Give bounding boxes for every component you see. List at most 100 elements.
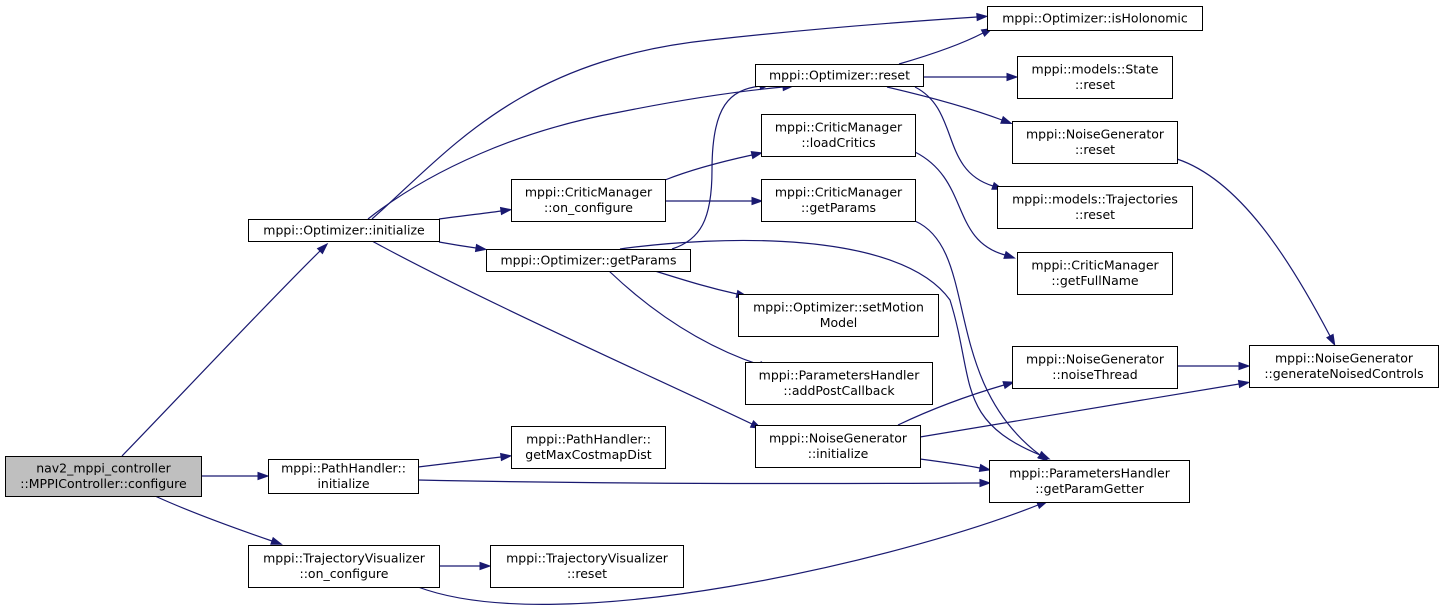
edge-arrowhead [500, 452, 513, 462]
edge-arrowhead [479, 561, 492, 571]
edge-arrowhead [978, 463, 992, 473]
node-label-line: mppi::Optimizer::getParams [501, 252, 677, 267]
edge-line [417, 479, 981, 485]
node-configure[interactable]: nav2_mppi_controller::MPPIController::co… [5, 456, 202, 497]
node-ng-generateNoisedControls[interactable]: mppi::NoiseGenerator::generateNoisedCont… [1249, 345, 1439, 388]
edge-line [919, 458, 981, 469]
node-ng-reset[interactable]: mppi::NoiseGenerator::reset [1012, 121, 1178, 164]
edge-arrowhead [979, 478, 992, 488]
node-label-line: ::MPPIController::configure [20, 476, 187, 491]
node-tv-reset[interactable]: mppi::TrajectoryVisualizer::reset [490, 545, 684, 588]
node-label-line: initialize [317, 476, 369, 491]
node-label-line: mppi::PathHandler:: [526, 432, 651, 447]
node-label-line: nav2_mppi_controller [36, 461, 171, 476]
node-cm-loadCritics[interactable]: mppi::CriticManager::loadCritics [761, 114, 916, 157]
edge-ng_initialize-to-ng_noiseThread [897, 381, 1016, 426]
node-box [755, 425, 921, 468]
edge-arrowhead [316, 242, 329, 255]
edge-line [664, 154, 753, 181]
edge-opt_reset-to-opt_isHolonomic [898, 27, 994, 65]
edge-opt_reset-to-traj_reset [914, 86, 1004, 190]
node-label-line: mppi::CriticManager [775, 185, 903, 200]
node-label-line: Model [820, 315, 858, 330]
node-label-line: mppi::Optimizer::reset [769, 67, 910, 82]
node-box [761, 179, 916, 222]
node-opt-initialize[interactable]: mppi::Optimizer::initialize [248, 219, 440, 242]
edge-arrowhead [1006, 72, 1019, 82]
edge-line [1176, 158, 1331, 337]
edge-arrowhead [1002, 381, 1016, 390]
edge-opt_reset-to-state_reset [923, 72, 1019, 82]
node-label-line: mppi::Optimizer::setMotion [753, 300, 924, 315]
node-box [248, 219, 440, 242]
edges-layer [121, 12, 1336, 605]
edge-ng_initialize-to-parh_getParamGetter [919, 458, 992, 473]
node-parh-getParamGetter[interactable]: mppi::ParametersHandler::getParamGetter [989, 460, 1190, 503]
node-cm-getParams[interactable]: mppi::CriticManager::getParams [761, 179, 916, 222]
edge-configure-to-opt_initialize [121, 242, 329, 457]
edge-cm_loadCritics-to-cm_getFullName [914, 151, 1016, 259]
edge-line [371, 16, 978, 220]
node-label-line: ::getParamGetter [1035, 481, 1144, 496]
node-ng-initialize[interactable]: mppi::NoiseGenerator::initialize [755, 425, 921, 468]
node-label-line: mppi::TrajectoryVisualizer [506, 551, 669, 566]
edge-line [671, 85, 761, 250]
node-box [989, 460, 1190, 503]
edge-line [417, 456, 502, 468]
node-box [511, 426, 666, 469]
node-box [997, 186, 1193, 229]
node-label-line: ::reset [1075, 77, 1115, 92]
edge-line [367, 86, 784, 220]
node-opt-isHolonomic[interactable]: mppi::Optimizer::isHolonomic [987, 6, 1203, 31]
edge-arrowhead [1000, 115, 1013, 124]
node-label-line: mppi::NoiseGenerator [769, 431, 908, 446]
node-label-line: mppi::models::State [1032, 62, 1159, 77]
node-box [1249, 345, 1439, 388]
edge-line [886, 86, 1003, 121]
node-box [490, 545, 684, 588]
node-label-line: mppi::NoiseGenerator [1026, 352, 1165, 367]
edge-opt_initialize-to-opt_getParams [438, 241, 488, 253]
nodes-layer: nav2_mppi_controller::MPPIController::co… [5, 6, 1439, 588]
node-ph-getMaxCostmapDist[interactable]: mppi::PathHandler::getMaxCostmapDist [511, 426, 666, 469]
edge-line [654, 270, 738, 295]
node-label-line: mppi::models::Trajectories [1012, 192, 1178, 207]
node-traj-reset[interactable]: mppi::models::Trajectories::reset [997, 186, 1193, 229]
node-label-line: mppi::CriticManager [775, 120, 903, 135]
node-label-line: ::on_configure [300, 566, 389, 581]
edge-ng_initialize-to-ng_generateNoisedControls [919, 379, 1251, 438]
edge-ng_noiseThread-to-ng_generateNoisedControls [1177, 361, 1251, 371]
edge-arrowhead [1238, 361, 1251, 371]
node-box [738, 294, 939, 337]
node-box [248, 545, 440, 588]
edge-arrowhead [751, 196, 764, 206]
edge-arrowhead [750, 151, 764, 160]
edge-cm_on_configure-to-cm_loadCritics [664, 151, 764, 181]
node-label-line: ::loadCritics [801, 135, 875, 150]
edge-line [914, 151, 1006, 256]
edge-tv_on_configure-to-tv_reset [439, 561, 492, 571]
edge-ph_initialize-to-parh_getParamGetter [417, 478, 992, 488]
node-cm-getFullName[interactable]: mppi::CriticManager::getFullName [1017, 252, 1173, 295]
edge-opt_getParams-to-opt_setMotionModel [654, 270, 749, 298]
node-label-line: ::initialize [808, 446, 869, 461]
node-box [1012, 121, 1178, 164]
node-cm-on-configure[interactable]: mppi::CriticManager::on_configure [511, 179, 666, 222]
node-opt-getParams[interactable]: mppi::Optimizer::getParams [486, 249, 691, 272]
node-state-reset[interactable]: mppi::models::State::reset [1017, 56, 1173, 99]
node-label-line: ::on_configure [544, 200, 633, 215]
node-opt-reset[interactable]: mppi::Optimizer::reset [755, 64, 924, 87]
edge-line [919, 383, 1240, 438]
node-tv-on-configure[interactable]: mppi::TrajectoryVisualizer::on_configure [248, 545, 440, 588]
edge-arrowhead [474, 243, 488, 253]
edge-opt_reset-to-ng_reset [886, 86, 1013, 124]
node-ng-noiseThread[interactable]: mppi::NoiseGenerator::noiseThread [1012, 346, 1178, 389]
edge-line [897, 384, 1005, 426]
node-parh-addPostCallback[interactable]: mppi::ParametersHandler::addPostCallback [745, 362, 933, 405]
edge-line [619, 239, 1041, 456]
node-box [761, 114, 916, 157]
node-label-line: ::addPostCallback [783, 383, 895, 398]
node-ph-initialize[interactable]: mppi::PathHandler::initialize [268, 459, 419, 494]
